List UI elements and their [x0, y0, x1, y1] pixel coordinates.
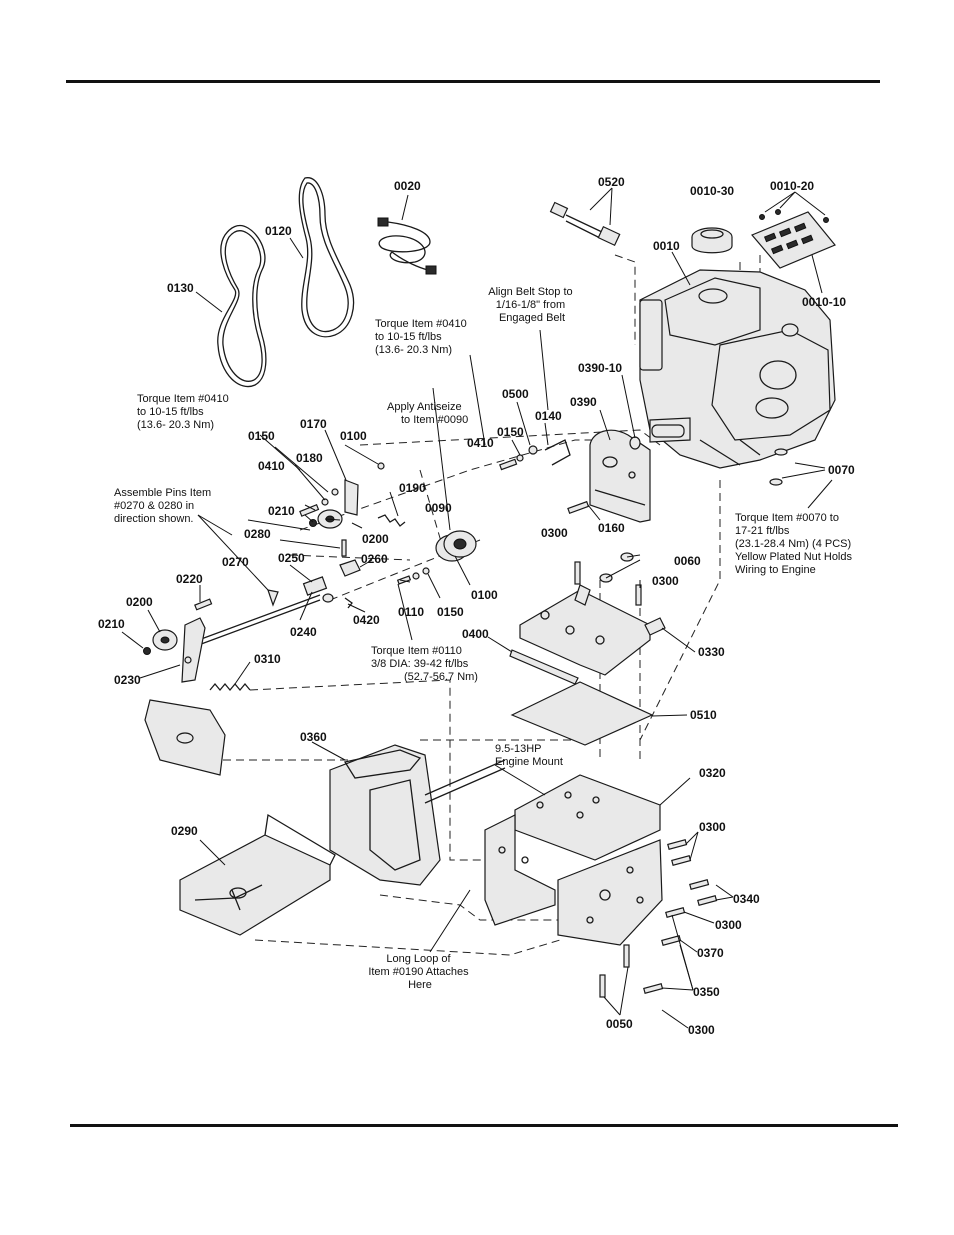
label-0050: 0050	[606, 1017, 633, 1031]
label-0300-b: 0300	[652, 574, 679, 588]
label-0210-a: 0210	[268, 504, 295, 518]
label-0070: 0070	[828, 463, 855, 477]
label-0390-10: 0390-10	[578, 361, 622, 375]
label-0200-a: 0200	[362, 532, 389, 546]
label-0300-e: 0300	[688, 1023, 715, 1037]
label-0510: 0510	[690, 708, 717, 722]
label-0150-b: 0150	[248, 429, 275, 443]
note-antiseize: Apply Antiseize to Item #0090	[387, 401, 468, 426]
label-0340: 0340	[733, 892, 760, 906]
label-0400: 0400	[462, 627, 489, 641]
shaft-0520	[549, 201, 621, 247]
label-0220: 0220	[176, 572, 203, 586]
label-0200-b: 0200	[126, 595, 153, 609]
label-0330: 0330	[698, 645, 725, 659]
label-0010-20: 0010-20	[770, 179, 814, 193]
label-0130: 0130	[167, 281, 194, 295]
plate-0510	[510, 681, 654, 746]
label-0060: 0060	[674, 554, 701, 568]
shaft-lever-group	[143, 589, 321, 776]
label-0110: 0110	[398, 605, 424, 619]
label-0090: 0090	[425, 501, 452, 515]
label-0390: 0390	[570, 395, 597, 409]
label-0160: 0160	[598, 521, 625, 535]
label-0360: 0360	[300, 730, 327, 744]
note-engine-mount: 9.5-13HP Engine Mount	[495, 743, 563, 768]
note-assemble-pins: Assemble Pins Item #0270 & 0280 in direc…	[114, 487, 214, 525]
panel-0010-10	[751, 209, 836, 269]
cap-0010-30	[691, 227, 733, 254]
label-0240: 0240	[290, 625, 317, 639]
base-0290	[179, 813, 336, 936]
plate-0390	[589, 429, 651, 523]
top-rule	[66, 80, 880, 83]
label-0290: 0290	[171, 824, 198, 838]
label-0520: 0520	[598, 175, 625, 189]
label-0230: 0230	[114, 673, 141, 687]
belt-0120	[298, 177, 355, 338]
label-0010-10: 0010-10	[802, 295, 846, 309]
bolt-0160	[567, 500, 590, 515]
engine-mount-0320	[484, 774, 663, 946]
label-0210-b: 0210	[98, 617, 125, 631]
annotation-notes: Align Belt Stop to 1/16-1/8" from Engage…	[114, 286, 855, 991]
label-0420: 0420	[353, 613, 380, 627]
label-0180: 0180	[296, 451, 323, 465]
label-0270: 0270	[222, 555, 249, 569]
cord-0020	[377, 217, 437, 275]
label-0370: 0370	[697, 946, 724, 960]
belt-0130	[217, 224, 267, 388]
label-0150-c: 0150	[437, 605, 464, 619]
label-0320: 0320	[699, 766, 726, 780]
note-torque-0110: Torque Item #0110 3/8 DIA: 39-42 ft/lbs …	[371, 645, 478, 683]
label-0250: 0250	[278, 551, 305, 565]
label-0410-b: 0410	[258, 459, 285, 473]
plate-0330	[509, 552, 666, 685]
pin-sleeve-group	[302, 539, 430, 609]
label-0500: 0500	[502, 387, 529, 401]
label-0100-b: 0100	[471, 588, 498, 602]
pulley-0090	[435, 530, 477, 562]
label-0100-a: 0100	[340, 429, 367, 443]
note-torque-0410-top: Torque Item #0410 to 10-15 ft/lbs (13.6-…	[375, 318, 470, 356]
leader-lines	[121, 187, 833, 1029]
label-0010: 0010	[653, 239, 680, 253]
label-0120: 0120	[265, 224, 292, 238]
housing-0360	[329, 744, 506, 886]
engine-0010	[639, 269, 836, 486]
label-0170: 0170	[300, 417, 327, 431]
label-0310: 0310	[254, 652, 281, 666]
label-0190: 0190	[399, 481, 426, 495]
note-torque-0410-left: Torque Item #0410 to 10-15 ft/lbs (13.6-…	[137, 393, 232, 431]
note-torque-0070: Torque Item #0070 to 17-21 ft/lbs (23.1-…	[735, 512, 855, 576]
bolt-set	[599, 839, 718, 998]
label-0020: 0020	[394, 179, 421, 193]
label-0280: 0280	[244, 527, 271, 541]
note-long-loop: Long Loop of Item #0190 Attaches Here	[368, 953, 471, 991]
note-align-belt: Align Belt Stop to 1/16-1/8" from Engage…	[488, 286, 575, 324]
label-0260: 0260	[361, 552, 388, 566]
label-0150-a: 0150	[497, 425, 524, 439]
part-number-labels: 0020 0520 0010-30 0010-20 0010 0010-10 0…	[98, 175, 855, 1037]
label-0350: 0350	[693, 985, 720, 999]
label-0010-30: 0010-30	[690, 184, 734, 198]
idler-arm-group	[299, 462, 406, 529]
bottom-rule	[70, 1124, 898, 1127]
label-0410-a: 0410	[467, 436, 494, 450]
belt-stop-0140	[499, 439, 571, 471]
label-0300-a: 0300	[541, 526, 568, 540]
label-0300-d: 0300	[715, 918, 742, 932]
label-0140: 0140	[535, 409, 562, 423]
label-0300-c: 0300	[699, 820, 726, 834]
